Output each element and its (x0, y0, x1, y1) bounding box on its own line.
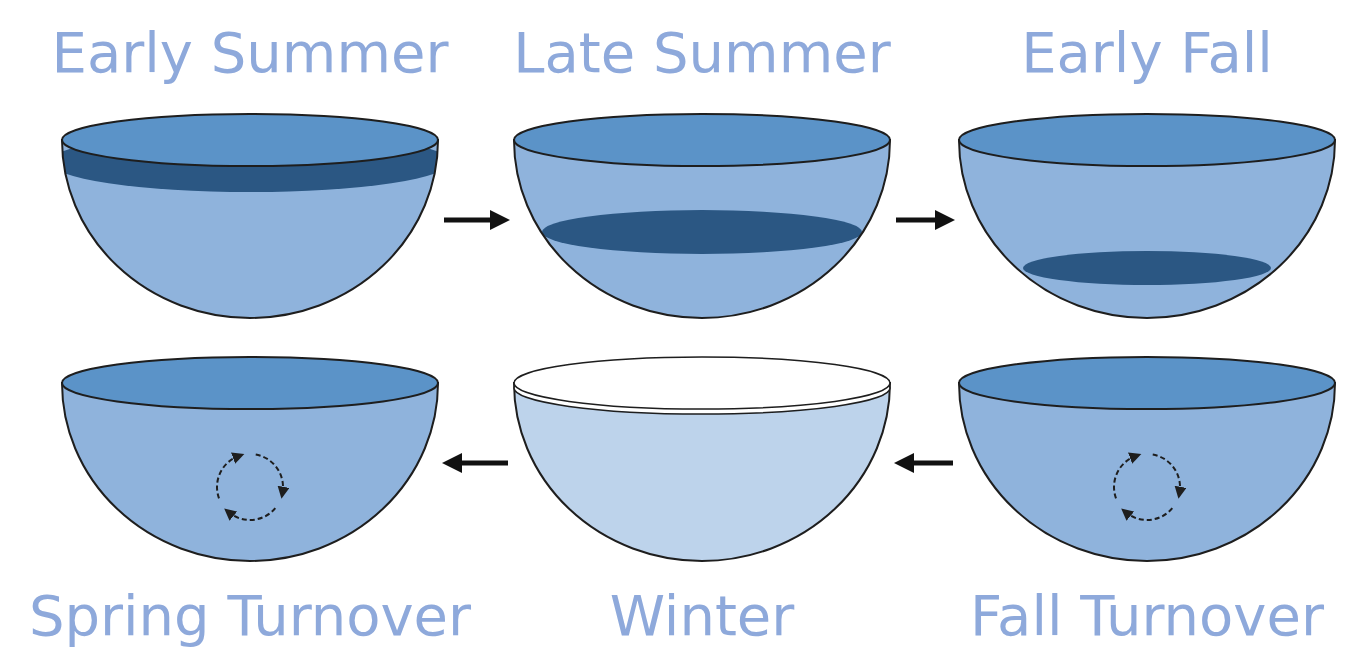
season-label: Early Summer (52, 22, 449, 84)
water-surface (62, 357, 438, 409)
lake-basin: Winter (512, 355, 892, 565)
season-label: Fall Turnover (970, 585, 1324, 647)
lake-water (959, 357, 1335, 561)
mixing-arrows (1114, 455, 1180, 520)
lake-basin: Early Summer (60, 112, 440, 322)
lake-water (62, 357, 438, 561)
lake-basin: Late Summer (512, 112, 892, 322)
water-surface (514, 114, 890, 166)
sequence-arrow (900, 461, 953, 466)
lake-basin-outline (60, 355, 440, 565)
lake-basin: Fall Turnover (957, 355, 1337, 565)
thermocline (542, 210, 862, 254)
lake-water (50, 114, 450, 318)
water-surface (959, 114, 1335, 166)
lake-basin-outline (957, 112, 1337, 322)
season-label: Late Summer (513, 22, 890, 84)
lake-water (514, 357, 890, 561)
season-label: Spring Turnover (29, 585, 471, 647)
lake-basin: Early Fall (957, 112, 1337, 322)
water-surface (62, 114, 438, 166)
lake-water (959, 114, 1335, 318)
season-label: Winter (610, 585, 795, 647)
water-surface (959, 357, 1335, 409)
thermocline (1023, 251, 1271, 285)
ice-surface (514, 357, 890, 409)
sequence-arrow (896, 218, 949, 223)
lake-basin-outline (60, 112, 440, 322)
sequence-arrow (444, 218, 504, 223)
lake-basin-outline (512, 355, 892, 565)
lake-basin-outline (957, 355, 1337, 565)
lake-basin: Spring Turnover (60, 355, 440, 565)
sequence-arrow (448, 461, 508, 466)
lake-water (514, 114, 890, 318)
mixing-arrows (217, 455, 283, 520)
lake-basin-outline (512, 112, 892, 322)
season-label: Early Fall (1021, 22, 1273, 84)
